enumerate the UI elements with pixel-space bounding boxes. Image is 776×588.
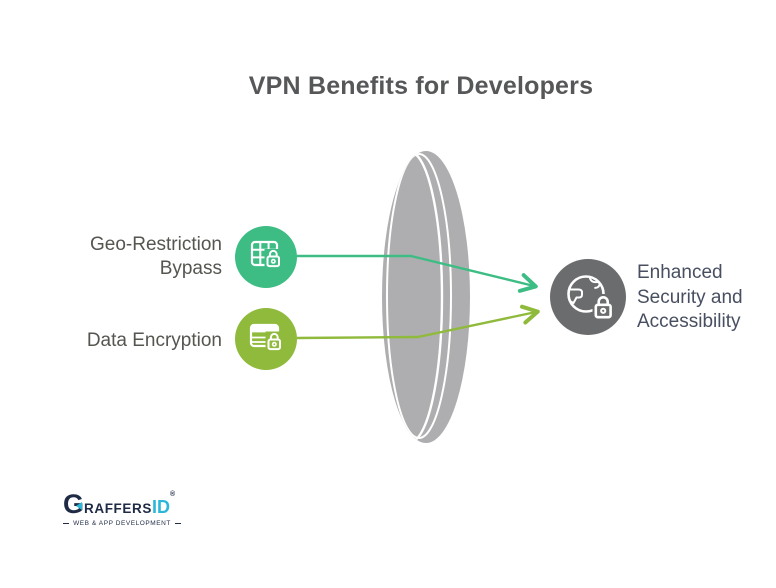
logo-g-letter: G [63, 489, 85, 519]
page-title: VPN Benefits for Developers [248, 72, 594, 100]
outcome-label: Enhanced Security and Accessibility [637, 262, 743, 332]
registered-mark: ® [169, 491, 176, 498]
geo-restriction-arrow [297, 254, 538, 293]
globe-lock-icon [550, 259, 626, 335]
table-lock-icon [235, 226, 297, 288]
benefit-label-geo-restriction: Geo-Restriction Bypass [90, 234, 222, 279]
logo-g-accent-icon [76, 502, 83, 510]
data-encryption-arrow [296, 304, 540, 340]
tagline-dash-right [174, 523, 181, 524]
tagline-dash-left [63, 523, 70, 524]
logo-tagline: WEB & APP DEVELOPMENT [63, 520, 181, 527]
benefit-label-data-encryption: Data Encryption [86, 330, 222, 351]
lens-shape [382, 151, 470, 443]
rows-lock-icon [235, 308, 297, 370]
